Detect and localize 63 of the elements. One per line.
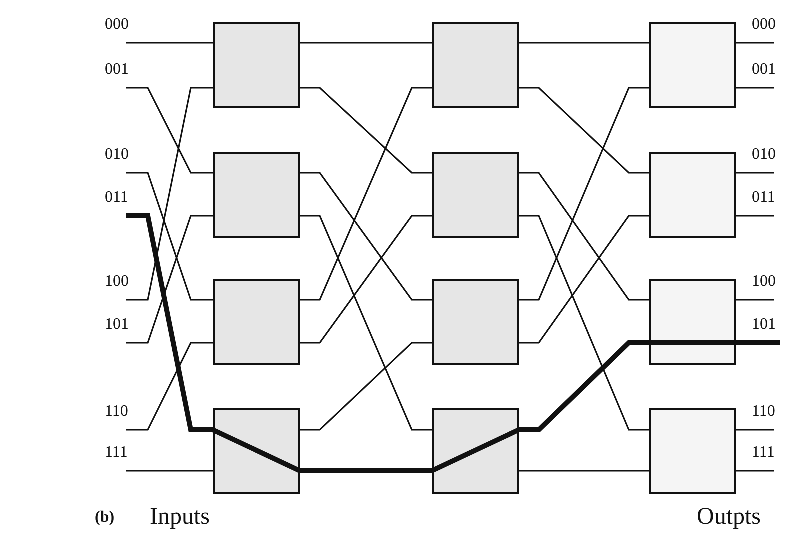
switch-box — [649, 279, 736, 365]
wire — [519, 87, 649, 174]
switch-box — [649, 408, 736, 494]
wire — [736, 172, 774, 174]
highlighted-route-wire — [300, 468, 432, 474]
wire — [736, 215, 774, 217]
port-address: 000 — [752, 17, 776, 33]
wire — [300, 172, 432, 301]
wire — [126, 172, 213, 301]
switch-box — [649, 152, 736, 238]
wire — [126, 42, 213, 44]
wire — [300, 87, 432, 301]
wire — [300, 215, 432, 431]
port-address: 110 — [752, 404, 776, 420]
wire — [736, 42, 774, 44]
port-address: 110 — [105, 404, 128, 420]
port-address: 111 — [105, 445, 128, 461]
switch-box — [649, 22, 736, 108]
port-address: 101 — [105, 317, 129, 333]
port-address: 100 — [752, 274, 776, 290]
panel-label: (b) — [95, 510, 115, 526]
switch-box — [432, 408, 519, 494]
wire — [736, 429, 774, 431]
port-address: 001 — [105, 62, 129, 78]
port-address: 100 — [105, 274, 129, 290]
wire — [519, 215, 649, 431]
port-address: 011 — [752, 190, 776, 206]
wire — [519, 172, 649, 301]
highlighted-route-wire — [519, 340, 649, 432]
wire — [126, 470, 213, 472]
switch-box — [213, 152, 300, 238]
highlighted-route-wire — [736, 340, 780, 346]
wire — [519, 42, 649, 44]
wire — [126, 215, 213, 344]
port-address: 010 — [105, 147, 129, 163]
port-address: 000 — [105, 17, 129, 33]
wire — [736, 87, 774, 89]
port-address: 111 — [752, 445, 775, 461]
wire — [126, 87, 213, 174]
wire — [300, 215, 432, 344]
switch-box — [432, 22, 519, 108]
highlighted-route-wire — [126, 214, 213, 432]
wire — [300, 342, 432, 431]
switch-box — [213, 279, 300, 365]
wire — [300, 42, 432, 44]
switch-box — [213, 22, 300, 108]
wire — [519, 470, 649, 472]
wire — [736, 470, 774, 472]
port-address: 101 — [752, 317, 776, 333]
axis-caption: Inputs — [150, 505, 210, 529]
switch-box — [432, 279, 519, 365]
wire — [736, 299, 774, 301]
axis-caption: Outpts — [697, 505, 762, 529]
wire — [300, 87, 432, 174]
wire — [126, 342, 213, 431]
switch-box — [432, 152, 519, 238]
wire — [519, 215, 649, 344]
port-address: 010 — [752, 147, 776, 163]
port-address: 011 — [105, 190, 128, 206]
wire — [519, 87, 649, 301]
switch-box — [213, 408, 300, 494]
port-address: 001 — [752, 62, 776, 78]
wire — [126, 87, 213, 301]
